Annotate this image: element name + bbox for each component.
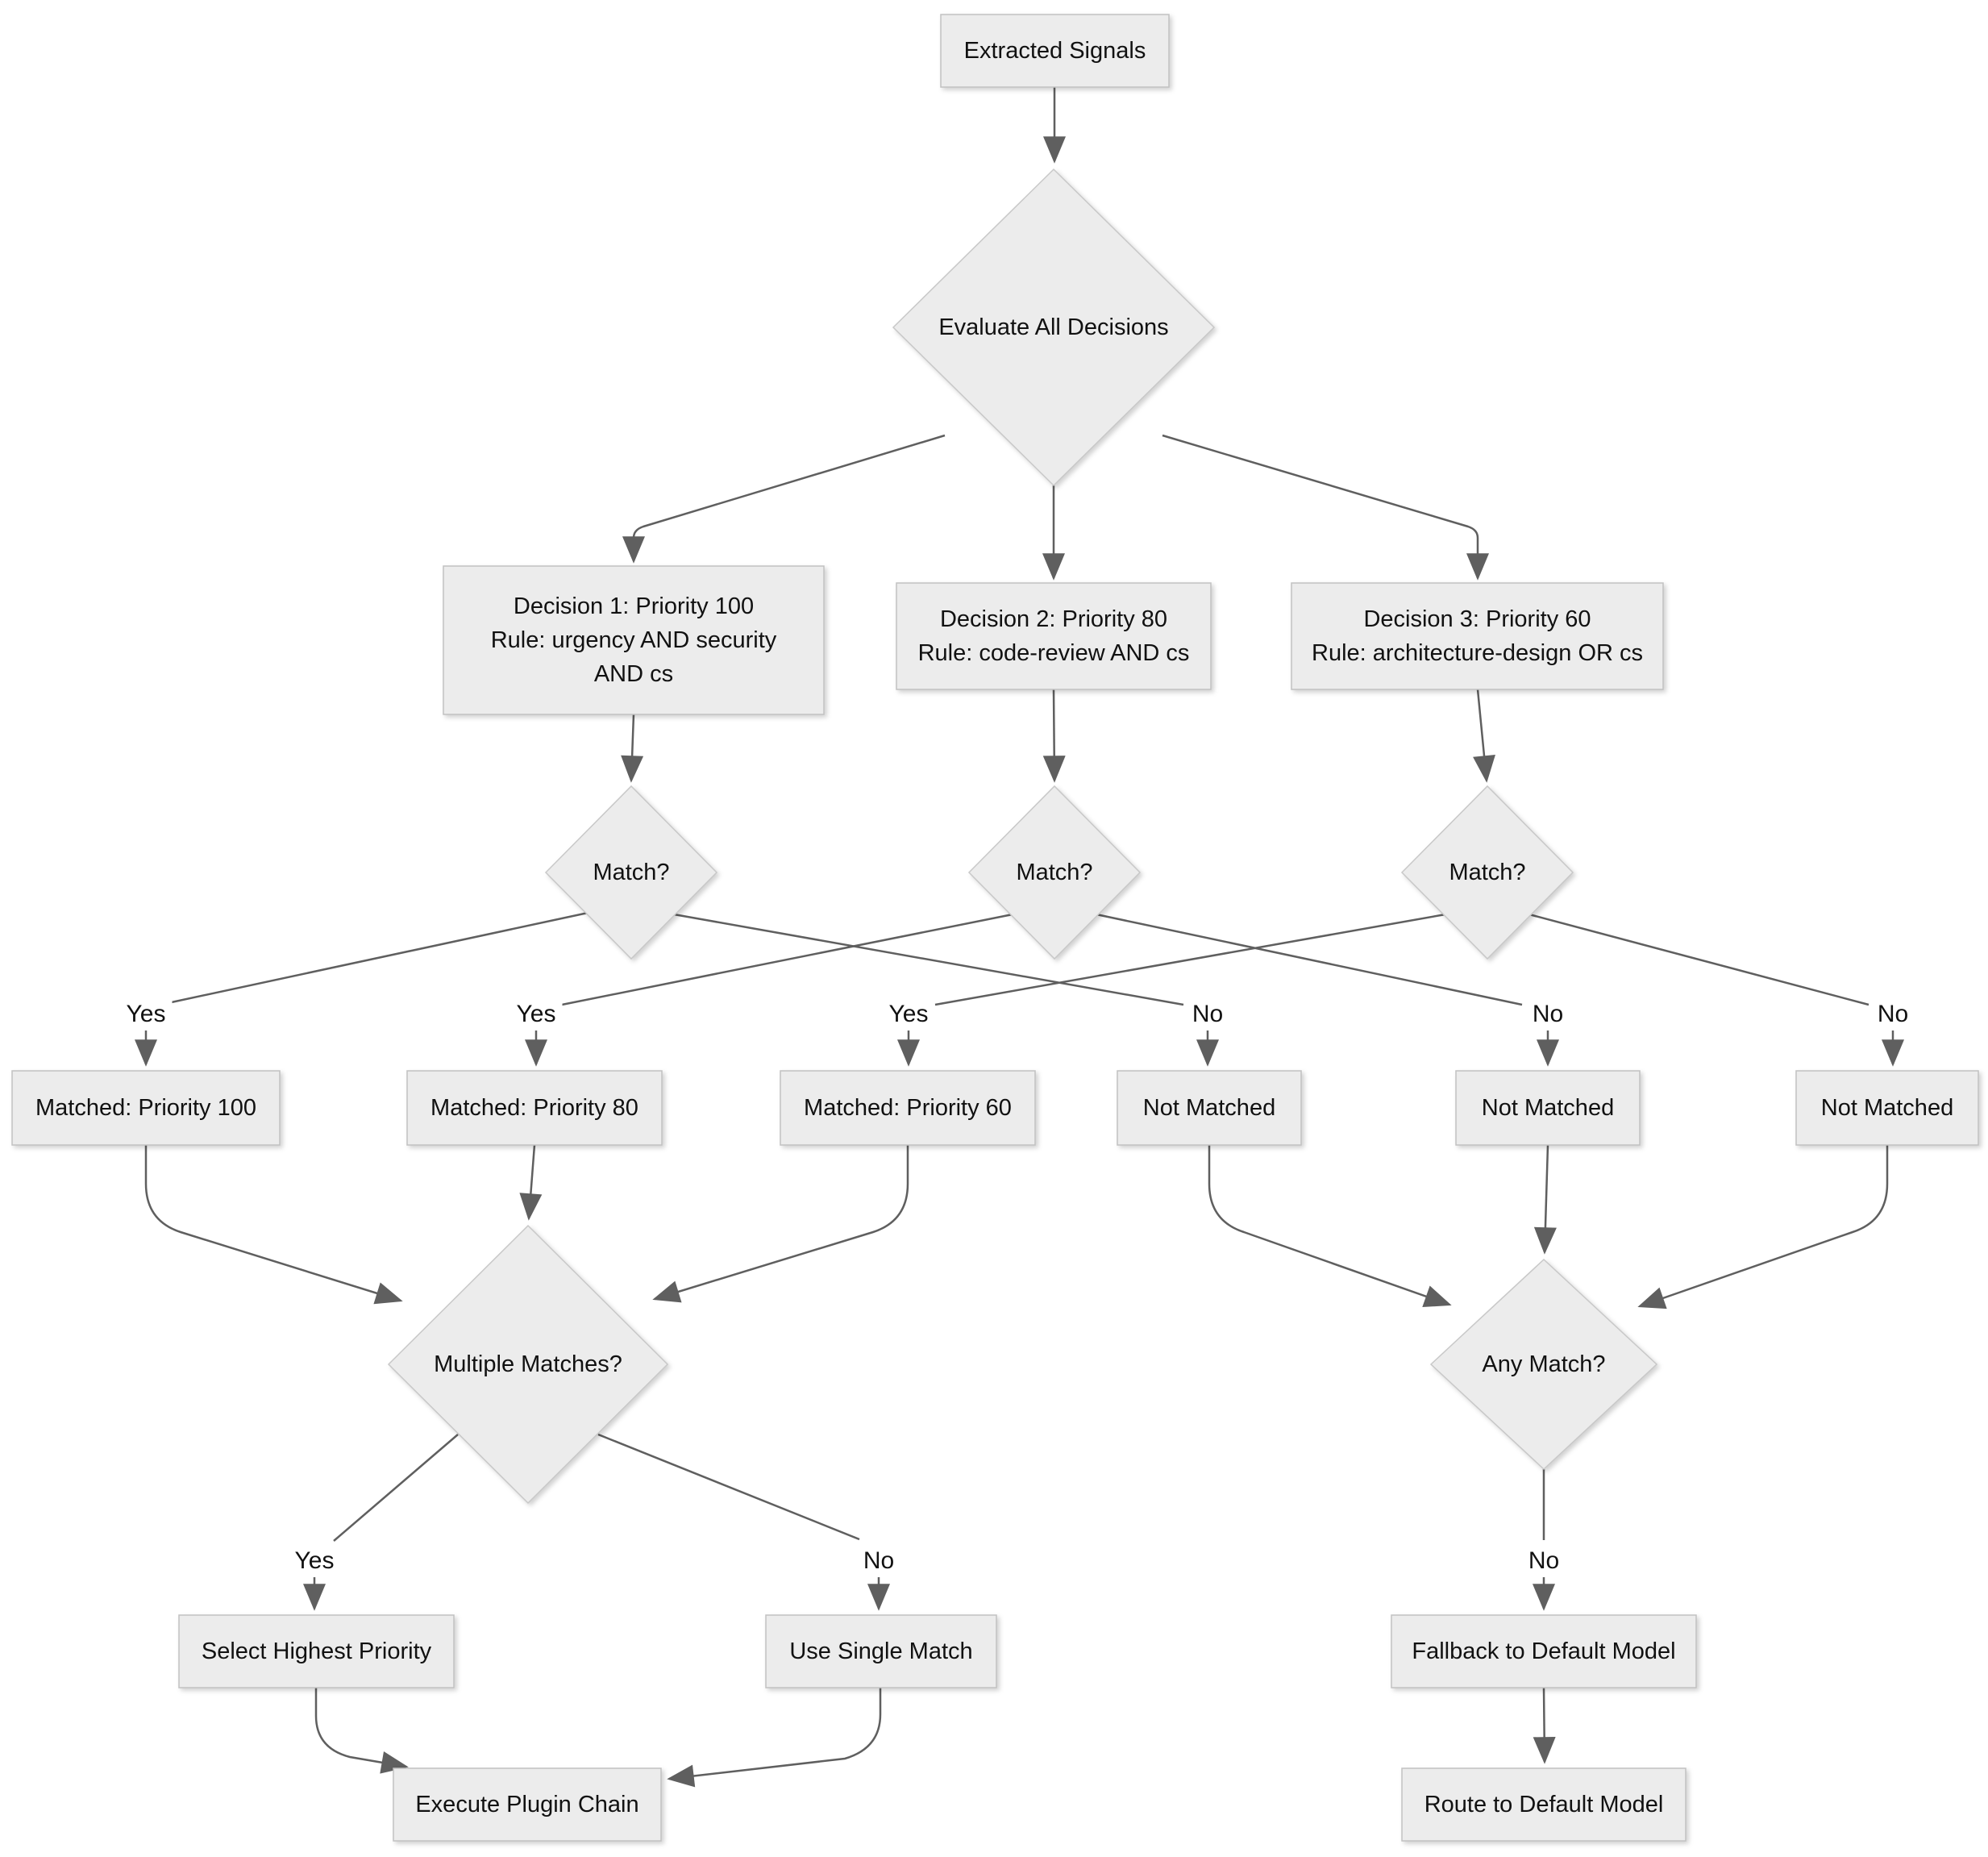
node-shape-matched-80 [406, 1070, 663, 1146]
node-shape-decision1 [443, 565, 825, 715]
node-select-highest-priority: Select Highest Priority [201, 1638, 432, 1664]
edge-label-match3-no: No [1870, 1000, 1915, 1029]
edge-matched80-to-multiple [519, 1144, 543, 1221]
edge-match1-no-diagonal [673, 913, 1184, 1006]
node-not-matched-2: Not Matched [1481, 1094, 1615, 1121]
node-decision3: Decision 3: Priority 60 Rule: architectu… [1312, 606, 1643, 666]
edge-select-to-execute [314, 1688, 409, 1774]
edge-match2-no-diagonal [1096, 913, 1523, 1006]
node-shape-execute-chain [393, 1767, 662, 1842]
edge-label-match3-yes: Yes [882, 1000, 935, 1029]
node-any-match: Any Match? [1482, 1351, 1606, 1377]
node-matched-priority-100: Matched: Priority 100 [35, 1094, 256, 1121]
node-decision1: Decision 1: Priority 100 Rule: urgency A… [490, 593, 777, 688]
edge-notmatched3-to-any [1637, 1145, 1889, 1309]
node-shape-matched-60 [780, 1070, 1036, 1146]
edge-evaluate-to-decision1 [622, 434, 946, 564]
node-multiple-matches: Multiple Matches? [434, 1351, 622, 1377]
node-decision2: Decision 2: Priority 80 Rule: code-revie… [917, 606, 1190, 666]
edge-multiple-no-diagonal [597, 1433, 860, 1541]
edge-match1-yes-diagonal [167, 910, 593, 1005]
edge-decision3-to-match3 [1473, 689, 1495, 783]
node-shape-use-single [765, 1614, 997, 1688]
edge-notmatched1-to-any [1208, 1145, 1452, 1307]
node-not-matched-3: Not Matched [1820, 1094, 1954, 1121]
node-match1: Match? [593, 859, 670, 885]
node-shape-match2 [967, 785, 1142, 960]
node-shape-any-match [1429, 1258, 1658, 1471]
node-route-to-default-model: Route to Default Model [1424, 1791, 1664, 1817]
node-not-matched-1: Not Matched [1142, 1094, 1276, 1121]
node-shape-select-highest [178, 1614, 455, 1688]
edge-match3-yes-diagonal [934, 913, 1446, 1006]
node-matched-priority-80: Matched: Priority 80 [430, 1094, 638, 1121]
edge-label-any-no: No [1521, 1547, 1566, 1576]
node-shape-evaluate-all [892, 168, 1216, 487]
node-shape-route-default [1401, 1767, 1686, 1842]
edge-match2-yes-diagonal [561, 913, 1013, 1006]
node-shape-multiple-matches [387, 1224, 669, 1505]
edge-evaluate-to-decision3 [1162, 434, 1489, 581]
node-shape-not-matched-2 [1455, 1070, 1641, 1146]
edge-label-match2-yes: Yes [509, 1000, 563, 1029]
edge-match3-no-diagonal [1528, 913, 1869, 1006]
edge-label-multiple-yes: Yes [288, 1547, 341, 1576]
edge-notmatched2-to-any [1533, 1144, 1557, 1255]
edge-decision1-to-match1 [621, 714, 644, 783]
node-fallback-to-default-model: Fallback to Default Model [1412, 1638, 1676, 1664]
node-shape-matched-100 [11, 1070, 281, 1146]
node-shape-match3 [1400, 785, 1574, 960]
edge-matched60-to-multiple [652, 1145, 909, 1303]
node-matched-priority-60: Matched: Priority 60 [804, 1094, 1012, 1121]
edge-matched100-to-multiple [144, 1145, 403, 1305]
edge-label-match1-yes: Yes [119, 1000, 173, 1029]
edge-label-multiple-no: No [856, 1547, 901, 1576]
node-shape-decision3 [1291, 582, 1664, 690]
node-shape-not-matched-1 [1117, 1070, 1302, 1146]
node-extracted-signals: Extracted Signals [963, 37, 1146, 64]
edge-multiple-yes-diagonal [333, 1434, 459, 1542]
node-match2: Match? [1016, 859, 1093, 885]
node-shape-match1 [544, 785, 718, 960]
node-shape-not-matched-3 [1795, 1070, 1979, 1146]
node-shape-extracted-signals [940, 14, 1170, 88]
edge-label-match1-no: No [1185, 1000, 1230, 1029]
node-evaluate-all-decisions: Evaluate All Decisions [938, 314, 1169, 340]
node-shape-fallback [1391, 1614, 1697, 1688]
node-match3: Match? [1449, 859, 1526, 885]
edge-fallback-to-route [1533, 1687, 1556, 1764]
node-use-single-match: Use Single Match [789, 1638, 973, 1664]
edge-single-to-execute [667, 1688, 882, 1788]
node-execute-plugin-chain: Execute Plugin Chain [415, 1791, 639, 1817]
edge-label-match2-no: No [1525, 1000, 1570, 1029]
node-shape-decision2 [896, 582, 1212, 690]
